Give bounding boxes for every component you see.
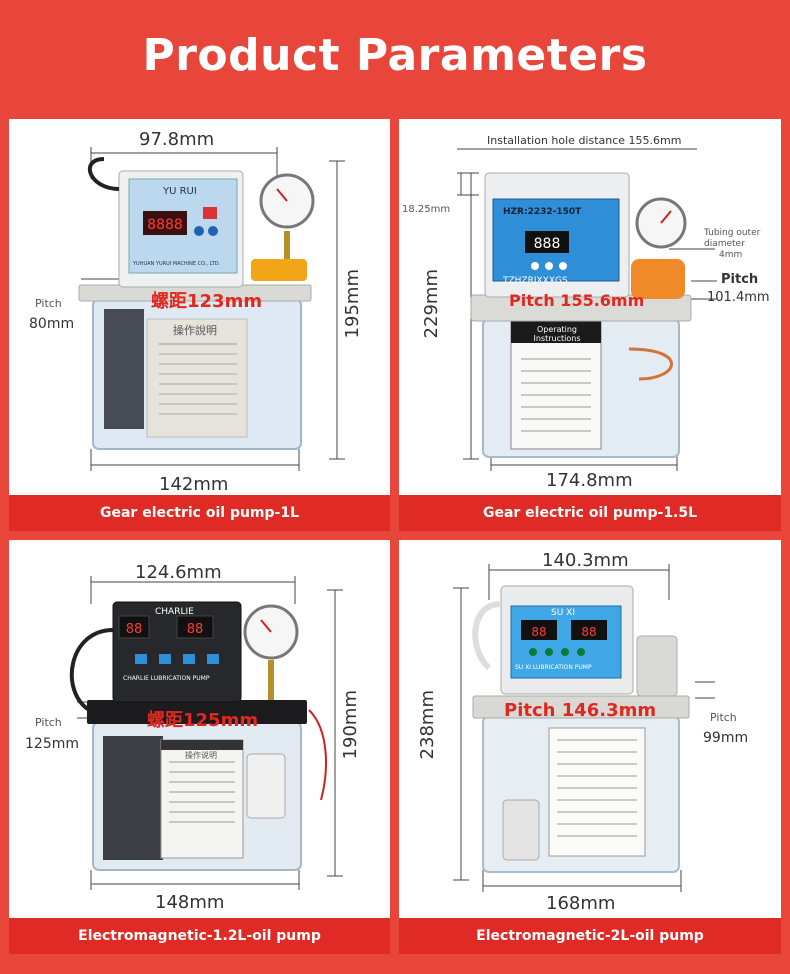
svg-text:88: 88 (581, 625, 596, 639)
pitch-value: 99mm (703, 730, 749, 746)
product-caption-1: Gear electric oil pump-1L (9, 495, 390, 531)
product-image-1: 8888 (78, 147, 345, 471)
bottom-width-dim: 168mm (546, 893, 616, 914)
top-width-dim: 140.3mm (542, 550, 629, 571)
brand-label: YU RUI (163, 186, 197, 197)
tubing-label: Tubing outer diameter (704, 228, 761, 249)
brand-sub-label: SU XI LUBRICATION PUMP (515, 664, 592, 671)
page-header: Product Parameters (0, 0, 790, 110)
product-image-3: 88 88 (69, 576, 343, 890)
brand-sub-label: CHARLIE LUBRICATION PUMP (123, 675, 210, 682)
tubing-value: 4mm (719, 250, 743, 260)
pitch-label: Pitch (710, 711, 737, 724)
screw-pitch-dim: 螺距125mm (147, 710, 259, 731)
bottom-width-dim: 148mm (155, 892, 225, 913)
product-image-2: 888 (457, 148, 717, 471)
instructions-title: Operating Instructions (533, 325, 581, 343)
instructions-title: 操作說明 (173, 324, 217, 337)
top-width-dim: 97.8mm (139, 129, 215, 150)
height-dim: 238mm (417, 690, 438, 760)
pitch-label: Pitch (35, 297, 62, 310)
height-dim: 229mm (421, 269, 442, 339)
top-width-dim: 124.6mm (135, 562, 222, 583)
pitch-value: 101.4mm (707, 290, 770, 305)
bottom-width-dim: 174.8mm (546, 470, 633, 491)
serial-label: TZHZRJXXXGS (503, 276, 568, 286)
pitch-value: 125mm (25, 736, 79, 752)
svg-text:888: 888 (534, 236, 561, 252)
product-panel-3: 88 88 124.6mm 190mm Pitch 125mm 螺距125mm … (9, 540, 390, 954)
pitch-label: Pitch (721, 272, 759, 287)
pitch-red-dim: Pitch 155.6mm (509, 291, 645, 310)
instructions-title: 操作说明 (185, 751, 217, 760)
height-dim: 190mm (340, 690, 361, 760)
product-caption-3: Electromagnetic-1.2L-oil pump (9, 918, 390, 954)
brand-label: CHARLIE (155, 607, 194, 617)
pitch-red-dim: Pitch 146.3mm (504, 700, 657, 721)
product-image-4: 88 88 (453, 564, 715, 892)
pitch-value: 80mm (29, 316, 75, 332)
model-label: HZR:2232-150T (503, 207, 582, 217)
page-title: Product Parameters (142, 29, 648, 81)
install-hole-dim: Installation hole distance 155.6mm (487, 134, 682, 147)
screw-pitch-dim: 螺距123mm (151, 291, 263, 312)
svg-text:88: 88 (531, 625, 546, 639)
svg-text:88: 88 (126, 622, 143, 637)
product-caption-4: Electromagnetic-2L-oil pump (399, 918, 781, 954)
small-height-dim: 18.25mm (402, 204, 451, 215)
product-panel-2: 888 Installation hole distance 155.6mm 1… (399, 119, 781, 531)
brand-label: SU XI (551, 608, 575, 618)
product-panel-4: 88 88 140.3mm 238mm Pitch 146.3mm SU XI … (399, 540, 781, 954)
svg-text:8888: 8888 (147, 217, 183, 233)
svg-text:88: 88 (187, 622, 204, 637)
bottom-width-dim: 142mm (159, 474, 229, 495)
pitch-label: Pitch (35, 716, 62, 729)
product-panel-1: 8888 97.8mm 195mm Pitch 80mm 螺距123mm YU … (9, 119, 390, 531)
company-label: YUHUAN YURUI MACHINE CO., LTD. (133, 261, 221, 267)
product-caption-2: Gear electric oil pump-1.5L (399, 495, 781, 531)
height-dim: 195mm (342, 269, 363, 339)
